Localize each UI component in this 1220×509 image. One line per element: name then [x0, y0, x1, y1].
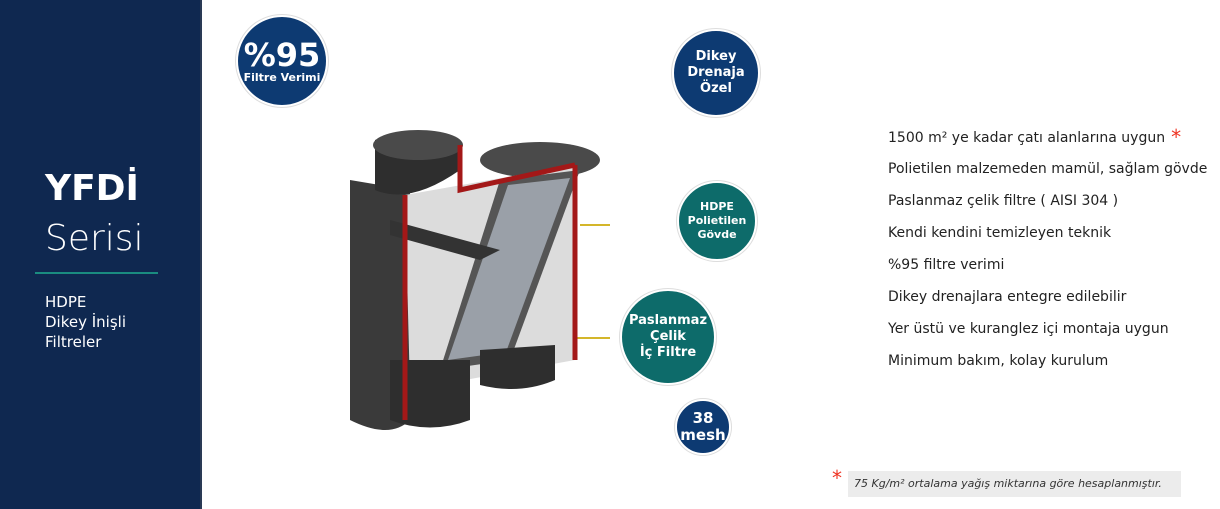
desc-line: Dikey İnişli — [45, 313, 126, 331]
badge-mesh: 38 mesh — [675, 399, 731, 455]
badge-hdpe-body: HDPE Polietilen Gövde — [677, 181, 757, 261]
feature-item: Polietilen malzemeden mamül, sağlam gövd… — [888, 161, 1208, 177]
feature-item: Paslanmaz çelik filtre ( AISI 304 ) — [888, 193, 1119, 209]
divider — [35, 272, 158, 274]
feature-item: Dikey drenajlara entegre edilebilir — [888, 289, 1127, 305]
feature-item: 1500 m² ye kadar çatı alanlarına uygun* — [888, 125, 1182, 149]
badge-label: Filtre Verimi — [243, 70, 321, 84]
sidebar: YFDİ Serisi HDPE Dikey İnişli Filtreler — [0, 0, 202, 509]
desc-line: Filtreler — [45, 333, 102, 351]
badge-line: Dikey — [695, 49, 737, 64]
badge-line: 38 — [692, 409, 714, 427]
filter-cutaway-illustration — [350, 130, 610, 430]
badge-line: Çelik — [650, 329, 686, 344]
badge-line: Polietilen — [687, 214, 747, 227]
feature-item: %95 filtre verimi — [888, 257, 1005, 273]
feature-item: Minimum bakım, kolay kurulum — [888, 353, 1109, 369]
badge-line: Gövde — [697, 228, 737, 241]
badge-stainless-filter: Paslanmaz Çelik İç Filtre — [620, 289, 716, 385]
badge-vertical-drainage: Dikey Drenaja Özel — [672, 29, 760, 117]
badge-line: Drenaja — [687, 65, 745, 80]
badge-line: Özel — [700, 81, 732, 96]
badge-value: %95 — [243, 35, 321, 74]
asterisk-icon: * — [832, 466, 842, 490]
asterisk-icon: * — [1171, 125, 1182, 149]
footnote: 75 Kg/m² ortalama yağış miktarına göre h… — [848, 471, 1181, 497]
series-subtitle: Serisi — [45, 218, 144, 259]
feature-item: Kendi kendini temizleyen teknik — [888, 225, 1112, 241]
feature-list: 1500 m² ye kadar çatı alanlarına uygun* … — [888, 126, 1207, 382]
feature-item: Yer üstü ve kuranglez içi montaja uygun — [888, 321, 1169, 337]
badge-line: İç Filtre — [639, 345, 697, 360]
series-description: HDPE Dikey İnişli Filtreler — [45, 292, 126, 352]
series-title: YFDİ — [45, 168, 139, 209]
badge-line: mesh — [680, 426, 726, 444]
desc-line: HDPE — [45, 293, 87, 311]
badge-line: Paslanmaz — [628, 313, 708, 328]
badge-filter-efficiency: %95 Filtre Verimi — [236, 15, 328, 107]
badge-line: HDPE — [700, 200, 734, 213]
